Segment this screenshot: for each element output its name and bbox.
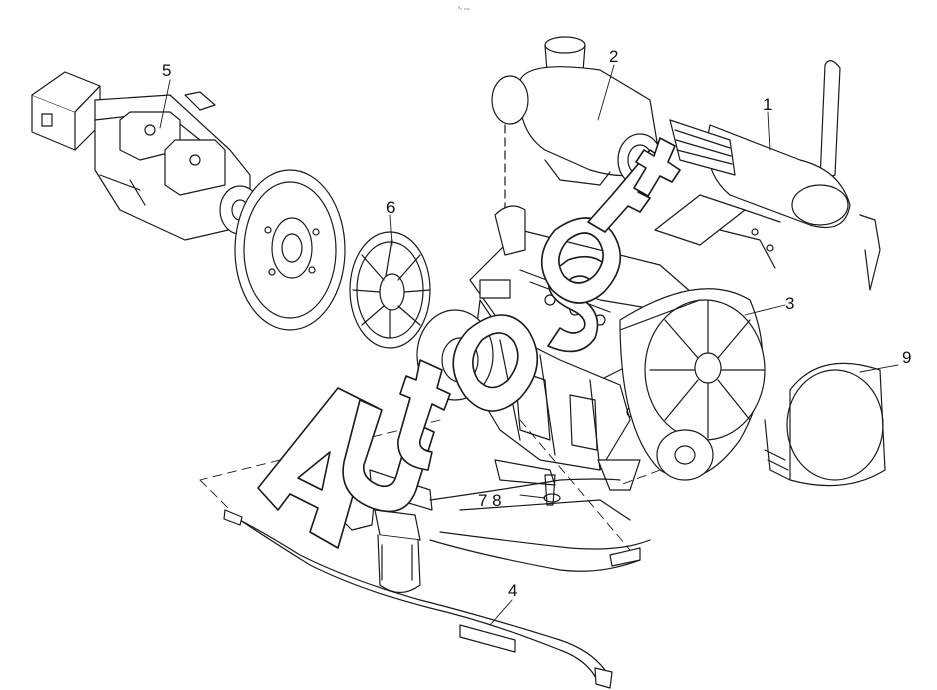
fan-shroud [764, 362, 886, 487]
flex-coupling [349, 231, 431, 349]
callout-4: 4 [508, 581, 518, 600]
callout-leaders [159, 64, 899, 626]
callout-7-8: 7 8 [478, 491, 502, 510]
watermark-letter-a [257, 387, 379, 549]
cooling-fan [619, 288, 766, 481]
hydraulic-pump-assembly [31, 71, 261, 241]
callout-1: 1 [763, 95, 773, 114]
watermark-letter-t2 [633, 137, 681, 197]
callout-3: 3 [785, 294, 795, 313]
header-tiny-text: ᴿₙ ₘₘ [458, 6, 470, 12]
callout-2: 2 [609, 47, 619, 66]
watermark-letter-o1 [452, 314, 539, 412]
muffler [654, 60, 881, 291]
fuel-line-harness [223, 474, 651, 689]
watermark-letter-t [397, 359, 451, 471]
callout-6: 6 [386, 198, 396, 217]
flywheel [234, 169, 346, 331]
watermark [257, 137, 681, 549]
callout-5: 5 [162, 61, 172, 80]
callout-9: 9 [902, 348, 912, 367]
